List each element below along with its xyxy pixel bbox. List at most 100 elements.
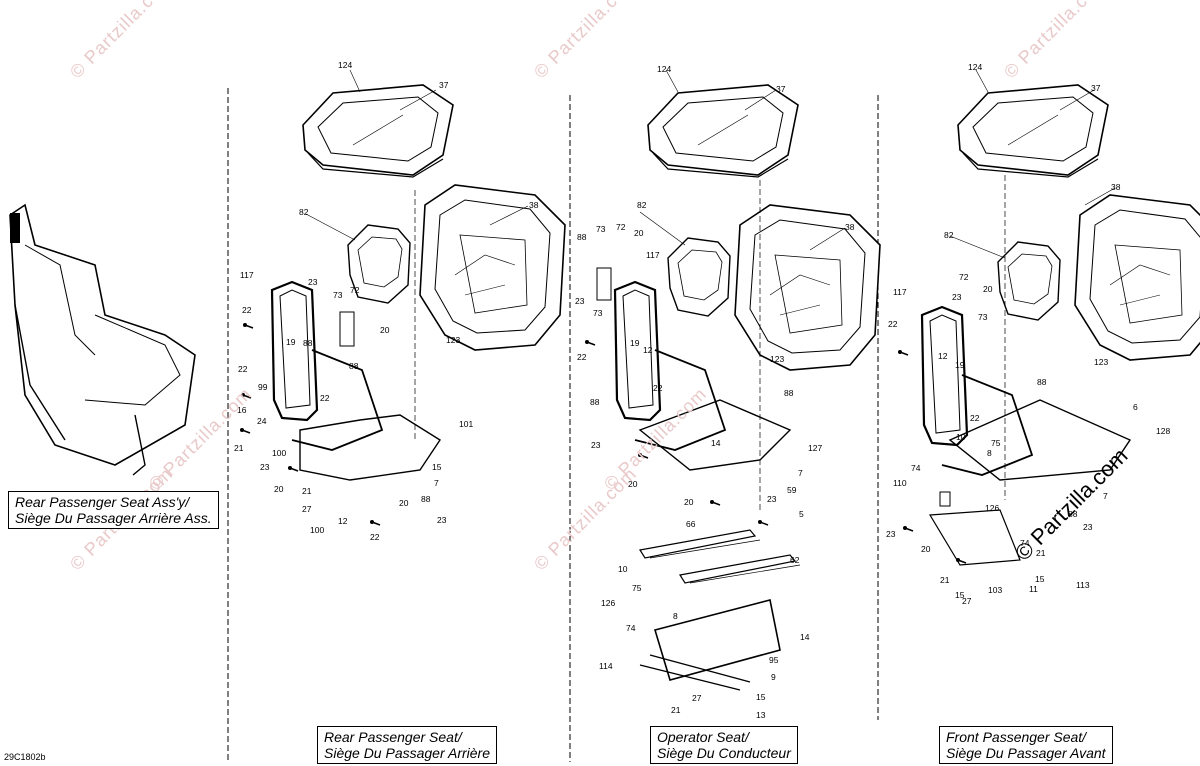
callout: 101 — [459, 419, 473, 429]
callout: 21 — [671, 705, 681, 715]
callout: 72 — [959, 272, 969, 282]
callout: 75 — [991, 438, 1001, 448]
callout: 38 — [845, 222, 855, 232]
callout: 100 — [310, 525, 324, 535]
callout: 124 — [657, 64, 671, 74]
callout: 22 — [888, 319, 898, 329]
callout: 75 — [632, 583, 642, 593]
callout: 37 — [1091, 83, 1101, 93]
callout: 88 — [349, 361, 359, 371]
callout: 22 — [653, 383, 663, 393]
callout: 74 — [1020, 538, 1030, 548]
callout: 12 — [938, 351, 948, 361]
caption-rear-seat-assy: Rear Passenger Seat Ass'y/ Siège Du Pass… — [8, 491, 219, 529]
callout: 103 — [988, 585, 1002, 595]
callout: 16 — [237, 405, 247, 415]
callout: 74 — [911, 463, 921, 473]
callout: 7 — [434, 478, 439, 488]
callout: 12 — [643, 345, 653, 355]
callout: 95 — [769, 655, 779, 665]
callout: 124 — [968, 62, 982, 72]
caption-front-seat: Front Passenger Seat/ Siège Du Passager … — [939, 726, 1113, 764]
callout: 23 — [767, 494, 777, 504]
callout: 23 — [260, 462, 270, 472]
caption-line: Rear Passenger Seat Ass'y/ — [15, 494, 190, 510]
callout: 62 — [790, 555, 800, 565]
drawing-code: 29C1802b — [4, 752, 46, 762]
rear-seat-backrest — [419, 184, 566, 351]
callout: 38 — [529, 200, 539, 210]
callout: 88 — [577, 232, 587, 242]
front-callouts: 124 37 38 82 72 117 20 23 22 12 73 19 12… — [886, 62, 1170, 606]
callout: 27 — [302, 504, 312, 514]
callout: 88 — [421, 494, 431, 504]
callout: 88 — [784, 388, 794, 398]
callout: 6 — [1133, 402, 1138, 412]
callout: 110 — [893, 478, 907, 488]
callout: 22 — [370, 532, 380, 542]
callout: 88 — [303, 338, 313, 348]
callout: 128 — [1156, 426, 1170, 436]
callout: 5 — [799, 509, 804, 519]
front-seat-cushion — [957, 84, 1109, 178]
callout: 19 — [630, 338, 640, 348]
callout: 59 — [787, 485, 797, 495]
callout: 22 — [970, 413, 980, 423]
callout: 20 — [380, 325, 390, 335]
callout: 38 — [1111, 182, 1121, 192]
callout: 73 — [333, 290, 343, 300]
callout: 21 — [234, 443, 244, 453]
callout: 123 — [770, 354, 784, 364]
caption-line: Operator Seat/ — [657, 729, 749, 745]
callout: 73 — [596, 224, 606, 234]
callout: 127 — [808, 443, 822, 453]
callout: 11 — [1029, 584, 1038, 594]
callout: 88 — [1068, 509, 1078, 519]
callout: 23 — [1083, 522, 1093, 532]
leader-lines — [305, 69, 1116, 259]
callout: 22 — [242, 305, 252, 315]
callout: 20 — [399, 498, 409, 508]
callout: 21 — [940, 575, 950, 585]
callout: 20 — [921, 544, 931, 554]
front-seat-headrest — [997, 241, 1061, 321]
callout: 82 — [299, 207, 309, 217]
callout: 20 — [983, 284, 993, 294]
callout: 27 — [962, 596, 972, 606]
callout: 14 — [800, 632, 810, 642]
caption-line: Siège Du Conducteur — [657, 745, 791, 761]
caption-rear-seat: Rear Passenger Seat/ Siège Du Passager A… — [317, 726, 498, 764]
callout: 21 — [1036, 548, 1046, 558]
callout: 113 — [1076, 580, 1090, 590]
callout: 37 — [776, 84, 786, 94]
front-seat-frame — [920, 305, 1034, 477]
callout: 20 — [628, 479, 638, 489]
callout: 88 — [590, 397, 600, 407]
callout: 23 — [886, 529, 896, 539]
callout: 72 — [616, 222, 626, 232]
callout: 73 — [593, 308, 603, 318]
caption-line: Rear Passenger Seat/ — [324, 729, 462, 745]
callout: 126 — [601, 598, 615, 608]
callout: 20 — [274, 484, 284, 494]
rear-seat-assembly — [9, 203, 196, 476]
callout: 15 — [432, 462, 442, 472]
callout: 117 — [240, 270, 254, 280]
callout: 37 — [439, 80, 449, 90]
caption-line: Siège Du Passager Arrière — [324, 745, 491, 761]
callout: 88 — [1037, 377, 1047, 387]
rear-callouts: 124 37 82 38 117 23 73 72 22 20 19 88 12… — [234, 60, 539, 542]
callout: 19 — [955, 360, 965, 370]
callout: 15 — [955, 590, 965, 600]
callout: 23 — [575, 296, 585, 306]
callout: 24 — [257, 416, 267, 426]
operator-seat-backrest — [734, 204, 881, 371]
callout: 124 — [338, 60, 352, 70]
callout: 117 — [646, 250, 660, 260]
callout: 8 — [987, 448, 992, 458]
callout: 126 — [985, 503, 999, 513]
callout: 22 — [577, 352, 587, 362]
callout: 72 — [350, 285, 360, 295]
callout: 82 — [637, 200, 647, 210]
